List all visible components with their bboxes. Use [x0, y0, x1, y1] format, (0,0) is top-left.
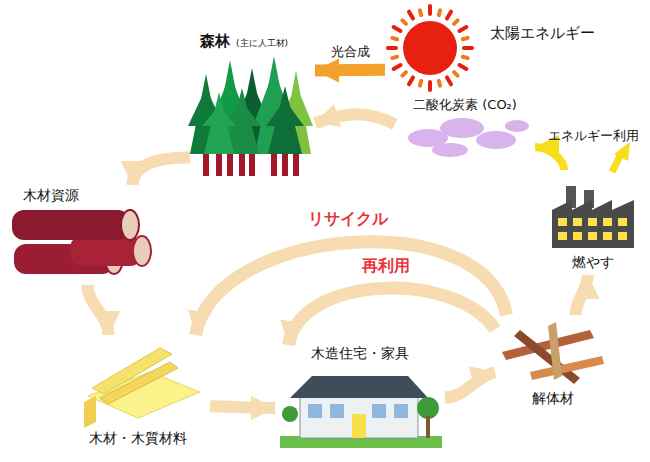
illustrated-node: 森林 (主に人工材)	[190, 30, 315, 180]
flow-arrow	[88, 285, 109, 335]
illustrated-node: 木材・木質材料	[65, 335, 210, 450]
edge-label: 再利用	[362, 257, 410, 276]
sun-rays	[388, 6, 472, 90]
sun	[403, 21, 457, 75]
flow-arrow	[576, 275, 588, 315]
house	[280, 376, 442, 448]
flow-arrow	[445, 372, 495, 398]
illustrated-node: 解体材	[495, 315, 610, 410]
forest-trees	[188, 56, 313, 176]
edge-label: 光合成	[331, 44, 370, 60]
flow-arrow	[210, 406, 275, 408]
flow-arrow	[315, 64, 385, 77]
node-label: 森林	[200, 32, 230, 50]
illustrated-node: 燃やす	[545, 170, 640, 275]
flow-arrow	[535, 147, 564, 170]
edge-label: リサイクル	[308, 209, 388, 228]
flow-arrow	[133, 158, 191, 186]
illustrated-node: 木材資源	[5, 185, 155, 285]
flow-arrow	[315, 114, 395, 124]
lumber	[84, 348, 200, 428]
demolition-wood	[502, 322, 604, 384]
node-label: 木造住宅・家具	[311, 345, 409, 362]
node-label: 二酸化炭素 (CO₂)	[413, 97, 517, 113]
flow-arrow	[289, 288, 495, 345]
co2-cloud	[408, 118, 529, 157]
node-label: 太陽エネルギー	[490, 24, 595, 42]
illustrated-node: 木造住宅・家具	[275, 345, 445, 450]
node-label: 解体材	[532, 390, 574, 407]
annotation-label: エネルギー利用	[548, 128, 639, 144]
node-label: 木材・木質材料	[89, 430, 187, 447]
node-label: (主に人工材)	[236, 38, 288, 49]
logs	[12, 210, 151, 274]
factory	[552, 186, 634, 248]
illustrated-node: 二酸化炭素 (CO₂)	[395, 95, 535, 160]
node-label: 木材資源	[23, 187, 79, 204]
illustrated-node: 太陽エネルギー	[385, 12, 620, 90]
node-label: 燃やす	[572, 254, 614, 271]
